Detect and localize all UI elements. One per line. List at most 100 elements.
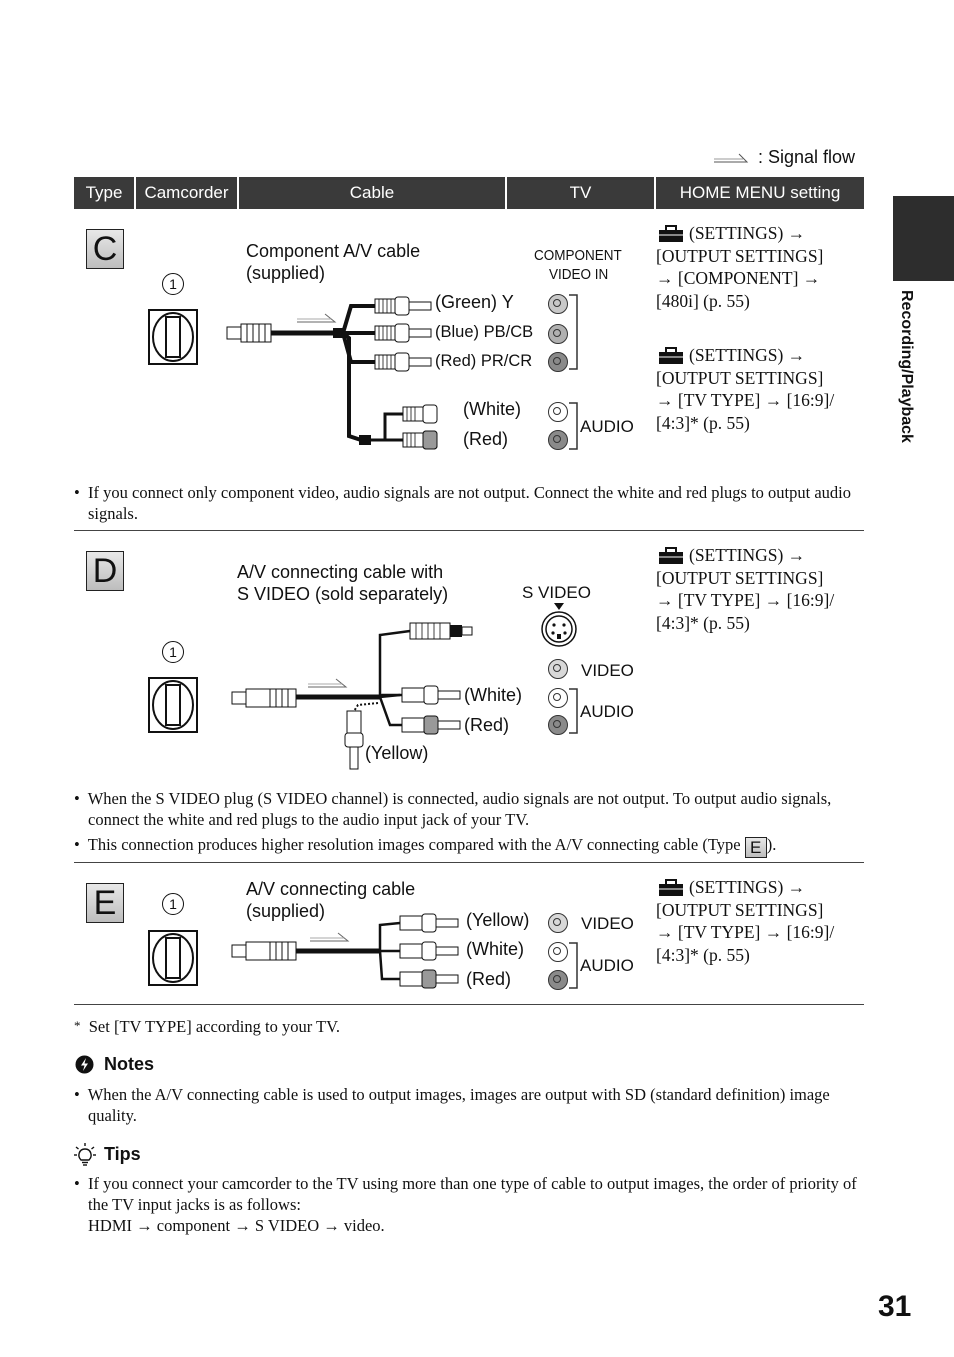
component-cable-diagram [226,296,438,450]
menu-setting-c-1: (SETTINGS) → [OUTPUT SETTINGS] → [COMPON… [656,222,871,312]
menu-c2-line3: [4:3]* (p. 55) [656,412,750,433]
menu-e-line2: → [TV TYPE] → [16:9]/ [656,922,835,942]
menu-d-line1: [OUTPUT SETTINGS] [656,567,824,588]
plug-label-white-c: (White) [463,399,521,419]
type-c-badge: C [86,229,124,269]
divider-e-end [74,1004,864,1005]
plug-label-yellow-d: (Yellow) [365,743,429,763]
tv-component-label-line2: VIDEO IN [549,266,609,283]
menu-c2-line2: → [TV TYPE] → [16:9]/ [656,390,835,410]
audio-bracket-d [569,688,578,734]
side-tab-label: Recording/Playback [898,290,915,443]
notes-item: • When the A/V connecting cable is used … [74,1085,830,1125]
type-d-badge: D [86,551,124,591]
signal-flow-arrow-icon [714,153,749,163]
menu-e-line1: [OUTPUT SETTINGS] [656,899,824,920]
cable-name-e-line2: (supplied) [246,901,326,921]
toolbox-icon [658,225,684,243]
component-bracket [569,294,578,370]
tips-icon [74,1143,96,1166]
tv-jack-audio-red-e [548,970,568,990]
tv-jack-video-d [548,659,568,679]
camcorder-jack-number: 1 [162,273,184,295]
header-type: Type [74,177,134,209]
toolbox-icon [658,347,684,365]
header-tv: TV [507,177,654,209]
notes-icon [75,1055,94,1074]
note-section-d-1: • When the S VIDEO plug (S VIDEO channel… [74,789,832,829]
menu-c2-line0: (SETTINGS) → [689,345,806,365]
plug-label-white-d: (White) [464,685,522,705]
plug-label-green: (Green) Y [435,292,514,312]
cable-name-d-line1: A/V connecting cable with [237,562,444,582]
tv-video-label-d: VIDEO [581,661,634,680]
menu-setting-d: (SETTINGS) → [OUTPUT SETTINGS] → [TV TYP… [656,544,871,634]
camcorder-jack-icon [148,677,198,733]
tv-video-label-e: VIDEO [581,914,634,933]
tv-svideo-label: S VIDEO [522,583,591,602]
menu-c1-line0: (SETTINGS) → [689,223,806,243]
toolbox-icon [658,879,684,897]
divider-c-d [74,530,864,531]
tips-item: • If you connect your camcorder to the T… [74,1174,857,1214]
svideo-jack-icon [541,603,577,647]
cable-name-c-line1: Component A/V cable [246,241,421,261]
camcorder-jack-number-d: 1 [162,641,184,663]
menu-setting-e: (SETTINGS) → [OUTPUT SETTINGS] → [TV TYP… [656,876,871,966]
plug-label-red-d: (Red) [464,715,510,735]
tv-jack-pr [548,352,568,372]
signal-flow-label: : Signal flow [758,147,856,167]
audio-bracket-c [569,402,578,450]
tv-jack-audio-white-d [548,688,568,708]
tv-jack-audio-white-c [548,402,568,422]
header-cable: Cable [239,177,505,209]
tv-audio-label-c: AUDIO [580,417,634,436]
menu-d-line2: → [TV TYPE] → [16:9]/ [656,590,835,610]
note-section-d-2: • This connection produces higher resolu… [74,835,777,858]
cable-name-c-line2: (supplied) [246,263,326,283]
plug-label-blue: (Blue) PB/CB [435,323,534,341]
toolbox-icon [658,547,684,565]
menu-d-line0: (SETTINGS) → [689,545,806,565]
menu-c1-line2: → [COMPONENT] → [656,268,821,288]
tv-jack-audio-white-e [548,942,568,962]
audio-bracket-e [569,942,578,989]
tv-jack-pb [548,324,568,344]
camcorder-jack-icon [148,930,198,986]
cable-name-e-line1: A/V connecting cable [246,879,416,899]
menu-e-line0: (SETTINGS) → [689,877,806,897]
header-menu: HOME MENU setting [656,177,864,209]
tips-priority: HDMI → component → S VIDEO → video. [88,1216,385,1235]
plug-label-yellow-e: (Yellow) [466,910,530,930]
type-e-inline-badge: E [744,837,767,858]
tv-audio-label-d: AUDIO [580,702,634,721]
header-camcorder: Camcorder [136,177,237,209]
cable-name-d-line2: S VIDEO (sold separately) [237,584,449,604]
menu-c1-line3: [480i] (p. 55) [656,290,750,311]
type-e-badge: E [86,883,124,923]
plug-label-red-e: (Red) [466,969,512,989]
camcorder-jack-icon [148,309,198,365]
divider-d-e [74,862,864,863]
menu-c2-line1: [OUTPUT SETTINGS] [656,367,824,388]
tv-audio-label-e: AUDIO [580,956,634,975]
svideo-cable-diagram [231,622,473,770]
menu-c1-line1: [OUTPUT SETTINGS] [656,245,824,266]
plug-label-red-c: (Red) PR/CR [435,352,533,370]
menu-setting-c-2: (SETTINGS) → [OUTPUT SETTINGS] → [TV TYP… [656,344,871,434]
tips-title: Tips [104,1144,141,1164]
footnote: * Set [TV TYPE] according to your TV. [74,1017,341,1036]
note-section-c: • If you connect only component video, a… [74,483,852,523]
notes-title: Notes [104,1054,155,1074]
page-number: 31 [878,1290,912,1323]
av-cable-diagram [231,913,459,989]
plug-label-white-e: (White) [466,939,524,959]
tv-jack-y [548,294,568,314]
tv-jack-audio-red-c [548,430,568,450]
side-tab-block [893,196,954,281]
tv-component-label-line1: COMPONENT [534,247,622,264]
menu-d-line3: [4:3]* (p. 55) [656,612,750,633]
tv-jack-video-e [548,913,568,933]
tv-jack-audio-red-d [548,715,568,735]
camcorder-jack-number-e: 1 [162,893,184,915]
